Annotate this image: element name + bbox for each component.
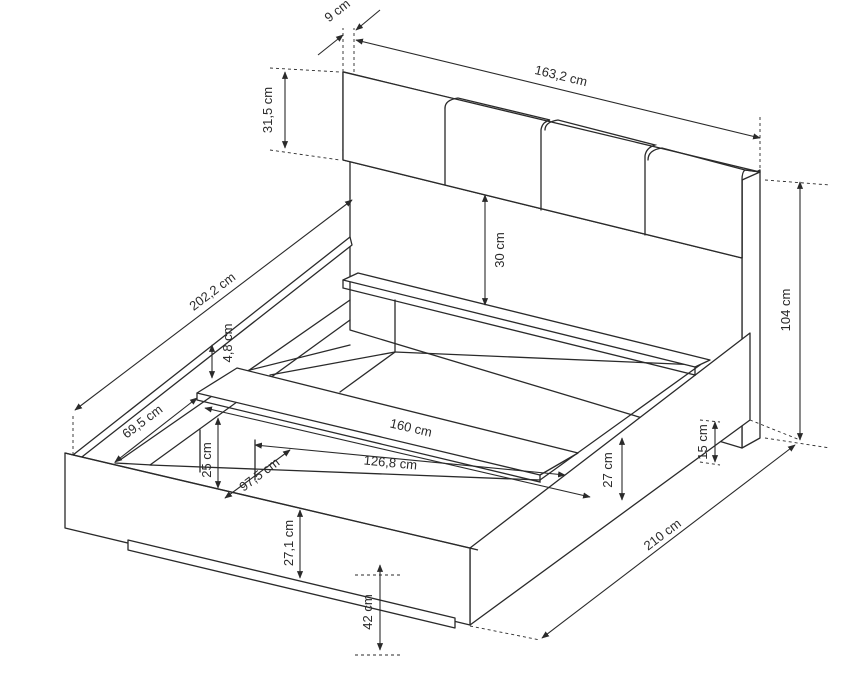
- back-slat: [342, 272, 711, 368]
- label-front-height: 27,1 cm: [281, 520, 296, 566]
- cushion-seam-3: [647, 147, 746, 171]
- label-foot-height: 15 cm: [695, 424, 710, 459]
- label-overall-length: 202,2 cm: [186, 269, 238, 313]
- base-plinth: [127, 539, 456, 629]
- label-floor-height: 42 cm: [360, 594, 375, 629]
- label-headboard-panel-height: 31,5 cm: [260, 87, 275, 133]
- label-rail-height: 4,8 cm: [220, 323, 235, 362]
- dimension-arrows: [74, 9, 804, 651]
- label-box-depth: 97,5 cm: [236, 454, 282, 494]
- label-box-height: 25 cm: [199, 442, 214, 477]
- label-total-height: 104 cm: [778, 289, 793, 332]
- label-side-height: 27 cm: [600, 452, 615, 487]
- label-headboard-gap: 30 cm: [492, 232, 507, 267]
- front-foot-panel: [64, 452, 471, 626]
- label-slat-length: 126,8 cm: [363, 452, 418, 472]
- label-headboard-depth: 9 cm: [322, 0, 353, 25]
